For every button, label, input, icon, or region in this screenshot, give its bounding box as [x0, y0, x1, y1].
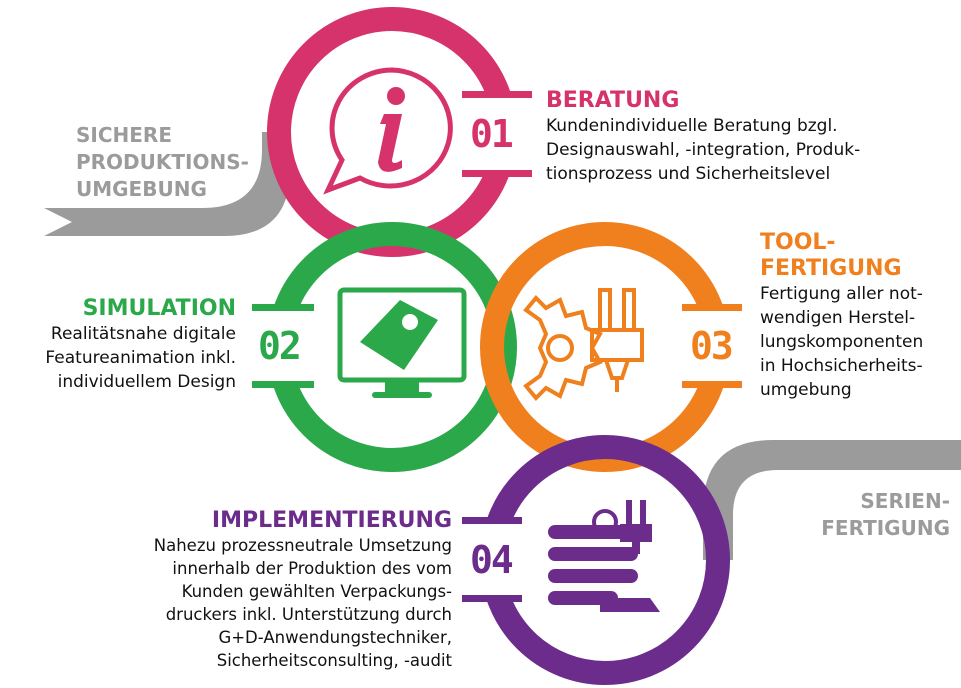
label-line: SICHERE	[76, 123, 172, 147]
step-number-01: 01	[470, 112, 514, 156]
desc-line: in Hochsicherheits-	[760, 356, 923, 376]
step-description: Nahezu prozessneutrale Umsetzung innerha…	[60, 534, 452, 672]
desc-line: Featureanimation inkl.	[45, 348, 236, 368]
desc-line: Realitätsnahe digitale	[50, 324, 236, 344]
label-serienfertigung: SERIEN- FERTIGUNG	[790, 488, 950, 542]
desc-line: Designauswahl, -integration, Produk-	[546, 140, 861, 160]
step-number-03: 03	[690, 324, 734, 368]
step-implementierung: IMPLEMENTIERUNG Nahezu prozessneutrale U…	[60, 508, 452, 672]
grey-band-top	[44, 132, 290, 236]
step-simulation: SIMULATION Realitätsnahe digitale Featur…	[0, 296, 236, 394]
step-number-02: 02	[258, 324, 302, 368]
desc-line: lungskomponenten	[760, 332, 924, 352]
desc-line: individuellem Design	[57, 372, 236, 392]
desc-line: innerhalb der Produktion des vom	[172, 559, 452, 578]
desc-line: G+D-Anwendungstechniker,	[218, 628, 452, 647]
info-letter-icon	[378, 87, 405, 172]
desc-line: Sicherheitsconsulting, -audit	[216, 651, 452, 670]
grey-band-bottom	[703, 440, 961, 560]
printing-press-icon	[548, 500, 660, 612]
label-sichere-produktionsumgebung: SICHERE PRODUKTIONS- UMGEBUNG	[76, 122, 249, 203]
desc-line: druckers inkl. Unterstützung durch	[165, 605, 452, 624]
desc-line: Fertigung aller not-	[760, 284, 923, 304]
step-title-line: FERTIGUNG	[760, 256, 902, 281]
step-title-line: TOOL-	[760, 230, 836, 255]
step-description: Fertigung aller not- wendigen Herstel- l…	[760, 282, 923, 402]
step-tool-fertigung: TOOL- FERTIGUNG Fertigung aller not- wen…	[760, 230, 923, 402]
step-description: Kundenindividuelle Beratung bzgl. Design…	[546, 114, 860, 186]
step-number-04: 04	[470, 538, 514, 582]
desc-line: umgebung	[760, 380, 852, 400]
desc-line: Kunden gewählten Verpackungs-	[181, 582, 452, 601]
step-description: Realitätsnahe digitale Featureanimation …	[0, 322, 236, 394]
label-line: SERIEN-	[860, 489, 950, 513]
desc-line: tionsprozess und Sicherheitslevel	[546, 164, 831, 184]
step-title: IMPLEMENTIERUNG	[211, 508, 452, 533]
label-line: PRODUKTIONS-	[76, 150, 249, 174]
monitor-icon	[337, 287, 467, 398]
info-speech-bubble-icon	[323, 67, 453, 195]
step-title: SIMULATION	[82, 296, 236, 321]
desc-line: Nahezu prozessneutrale Umsetzung	[153, 536, 452, 555]
desc-line: wendigen Herstel-	[760, 308, 916, 328]
label-line: UMGEBUNG	[76, 177, 207, 201]
desc-line: Kundenindividuelle Beratung bzgl.	[546, 116, 838, 136]
step-beratung: BERATUNG Kundenindividuelle Beratung bzg…	[546, 88, 860, 186]
step-title: BERATUNG	[546, 88, 680, 113]
label-line: FERTIGUNG	[821, 516, 950, 540]
gear-tool-icon	[523, 288, 644, 401]
